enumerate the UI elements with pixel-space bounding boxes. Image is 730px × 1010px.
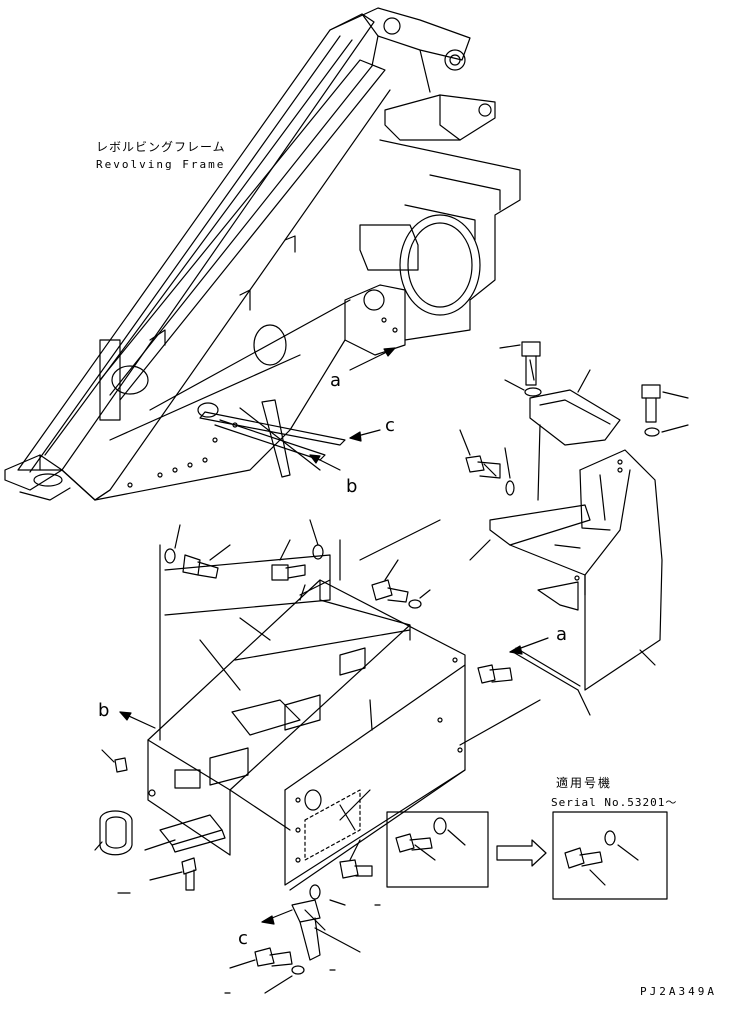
arrow-a-upper	[349, 347, 396, 371]
lower-left-parts	[94, 749, 226, 894]
lower-center-parts	[224, 839, 381, 994]
callout-c-upper: c	[385, 415, 395, 436]
serial-label-en: Serial No.53201〜	[551, 796, 678, 809]
top-box-bolts	[164, 519, 324, 581]
arrow-b-upper	[309, 454, 341, 471]
frame-label-en: Revolving Frame	[96, 158, 226, 171]
transition-arrow	[496, 839, 547, 867]
after-box	[552, 811, 668, 900]
callout-c-lower: c	[238, 928, 248, 949]
frame-label-jp: レボルビングフレーム	[96, 140, 226, 154]
drawing-code: PJ2A349A	[640, 985, 717, 998]
serial-label-jp: 適用号機	[556, 776, 613, 790]
arrow-b-lower	[119, 711, 156, 729]
top-right-cover	[499, 341, 689, 446]
callout-b-lower: b	[98, 700, 110, 721]
callout-a-lower: a	[556, 624, 568, 645]
middle-bolts	[371, 559, 431, 609]
revolving-frame	[4, 7, 521, 501]
right-side-box	[459, 424, 663, 691]
arrow-c-upper	[349, 429, 381, 442]
before-box	[386, 811, 489, 888]
center-support-box	[147, 519, 541, 891]
under-rails	[199, 399, 346, 478]
callout-a-upper: a	[330, 370, 342, 391]
callout-b-upper: b	[346, 476, 358, 497]
rod-a-lower	[477, 637, 591, 716]
